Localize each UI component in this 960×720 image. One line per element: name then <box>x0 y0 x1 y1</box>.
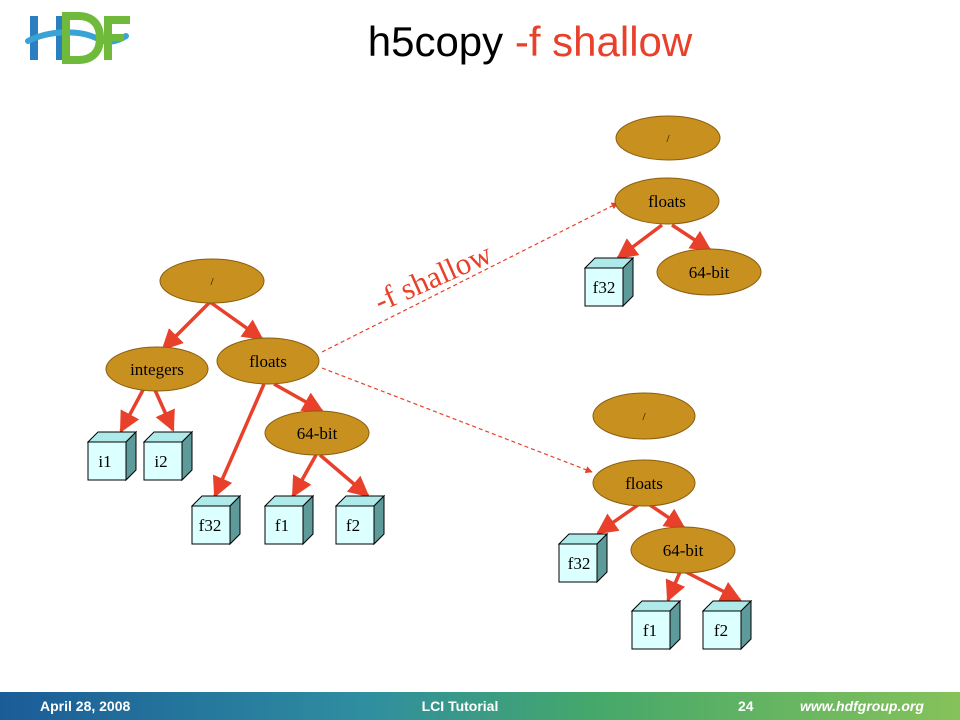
full-floats-node: floats <box>592 459 696 507</box>
copy-arrow-shallow <box>321 202 619 353</box>
source-i1-label: i1 <box>98 452 111 471</box>
source-dataset-f1: f1 <box>263 494 315 546</box>
footer-url: www.hdfgroup.org <box>800 698 924 714</box>
full-f2-label: f2 <box>714 621 728 640</box>
source-f2-label: f2 <box>346 516 360 535</box>
edge-64bit-f2 <box>318 453 370 498</box>
source-edges <box>119 300 370 498</box>
full-64bit-label: 64-bit <box>663 541 704 560</box>
full-64bit-node: 64-bit <box>630 526 736 574</box>
edge-full-64bit-f2 <box>685 570 742 602</box>
source-f32-label: f32 <box>199 516 222 535</box>
full-result-tree: / floats f32 64-bit f1 f2 <box>557 392 753 651</box>
edge-full-floats-64bit <box>649 503 686 530</box>
source-floats-label: floats <box>249 352 287 371</box>
title-option: -f shallow <box>514 18 693 65</box>
footer-page-number: 24 <box>738 698 754 714</box>
logo-letter-d <box>62 12 105 64</box>
edge-64bit-f1 <box>291 454 318 498</box>
source-f1-label: f1 <box>275 516 289 535</box>
full-root-label: / <box>642 411 646 423</box>
edge-shallow-floats-64bit <box>671 223 712 252</box>
title-command: h5copy <box>367 18 504 65</box>
copy-option-label: -f shallow <box>369 235 498 318</box>
edge-full-floats-f32 <box>596 503 640 535</box>
edge-floats-64bit <box>273 382 324 413</box>
shallow-64bit-node: 64-bit <box>656 248 762 296</box>
source-dataset-f32: f32 <box>190 494 242 546</box>
source-i2-label: i2 <box>154 452 167 471</box>
source-dataset-i2: i2 <box>142 430 194 482</box>
footer-bar: April 28, 2008 LCI Tutorial 24 www.hdfgr… <box>0 692 960 720</box>
source-root-node: / <box>159 258 265 304</box>
edge-root-integers <box>161 300 212 351</box>
full-edges <box>596 503 742 602</box>
footer-event: LCI Tutorial <box>421 698 499 714</box>
shallow-root-node: / <box>615 115 721 161</box>
source-root-label: / <box>210 276 214 288</box>
shallow-64bit-label: 64-bit <box>689 263 730 282</box>
source-dataset-i1: i1 <box>86 430 138 482</box>
edge-full-64bit-f1 <box>665 571 686 602</box>
source-floats-node: floats <box>216 337 320 385</box>
shallow-floats-node: floats <box>614 177 720 225</box>
shallow-floats-label: floats <box>648 192 686 211</box>
hdf-logo <box>25 12 130 64</box>
source-integers-label: integers <box>130 360 184 379</box>
source-64bit-label: 64-bit <box>297 424 338 443</box>
logo-letter-f <box>104 16 130 60</box>
edge-shallow-floats-f32 <box>616 223 664 260</box>
copy-arrows <box>321 202 619 474</box>
full-dataset-f32: f32 <box>557 532 609 584</box>
full-root-node: / <box>592 392 696 440</box>
edge-root-floats <box>208 300 264 341</box>
shallow-result-tree: / floats f32 64-bit <box>583 115 762 308</box>
source-integers-node: integers <box>105 346 209 392</box>
edge-integers-i2 <box>153 389 175 432</box>
full-dataset-f2: f2 <box>701 599 753 651</box>
edge-integers-i1 <box>119 389 145 433</box>
footer-date: April 28, 2008 <box>40 698 131 714</box>
full-dataset-f1: f1 <box>630 599 682 651</box>
shallow-edges <box>616 223 712 260</box>
source-dataset-f2: f2 <box>334 494 386 546</box>
full-f32-label: f32 <box>568 554 591 573</box>
shallow-dataset-f32: f32 <box>583 256 635 308</box>
full-floats-label: floats <box>625 474 663 493</box>
tree-diagram: / integers floats 64-bit i1 i2 <box>86 115 762 651</box>
shallow-root-label: / <box>666 133 670 145</box>
shallow-f32-label: f32 <box>593 278 616 297</box>
source-tree: / integers floats 64-bit i1 i2 <box>86 258 386 546</box>
edge-floats-f32 <box>212 383 266 498</box>
slide-title: h5copy -f shallow <box>220 14 840 70</box>
copy-arrow-full <box>321 367 593 474</box>
full-f1-label: f1 <box>643 621 657 640</box>
source-64bit-node: 64-bit <box>264 410 370 456</box>
